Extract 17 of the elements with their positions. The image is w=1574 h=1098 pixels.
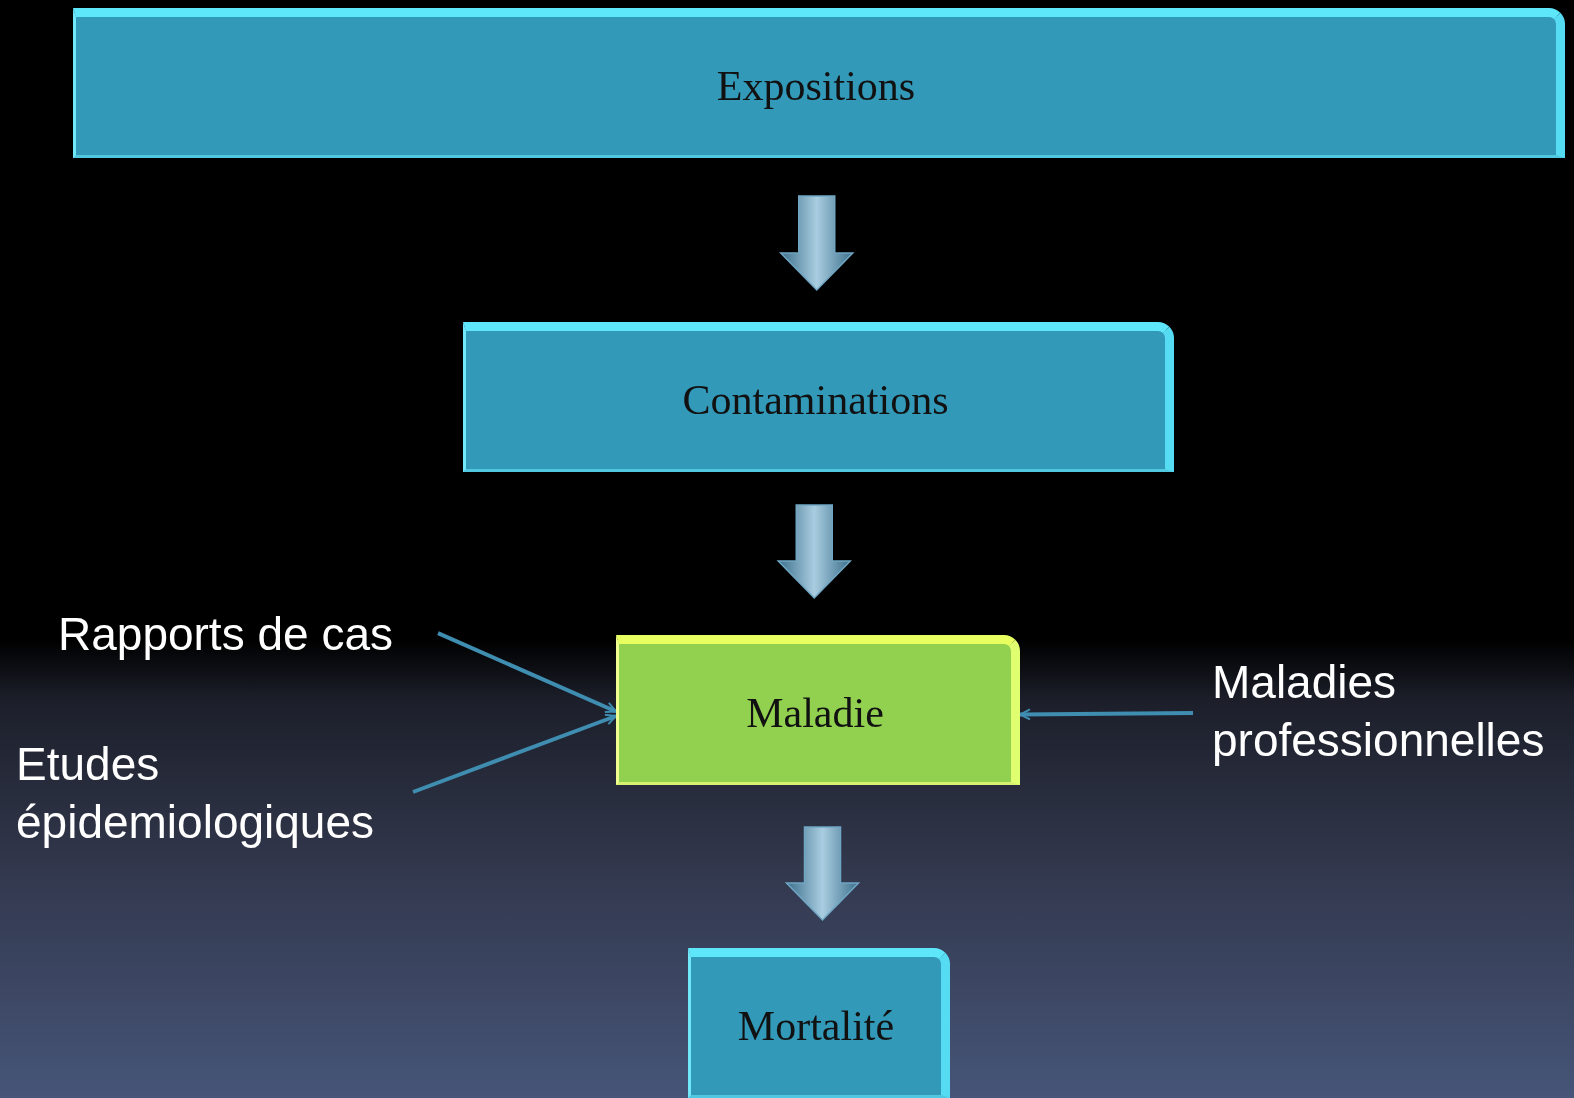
box-label: Contaminations (682, 376, 949, 424)
process-box (463, 322, 1174, 472)
process-box (73, 8, 1565, 158)
arrow (1019, 708, 1194, 721)
block-arrow (778, 195, 855, 292)
source-label: Rapports de cas (58, 608, 393, 660)
source-label: Maladies professionnelles (1212, 656, 1545, 766)
block-arrow (776, 504, 853, 600)
process-box (688, 948, 950, 1098)
box-label: Expositions (716, 62, 916, 110)
arrow (412, 713, 617, 794)
block-arrow (784, 826, 861, 922)
source-label: Etudes épidemiologiques (16, 738, 375, 848)
box-label: Maladie (746, 689, 884, 737)
arrow (437, 631, 617, 714)
box-label: Mortalité (737, 1002, 895, 1050)
process-box (616, 635, 1020, 785)
